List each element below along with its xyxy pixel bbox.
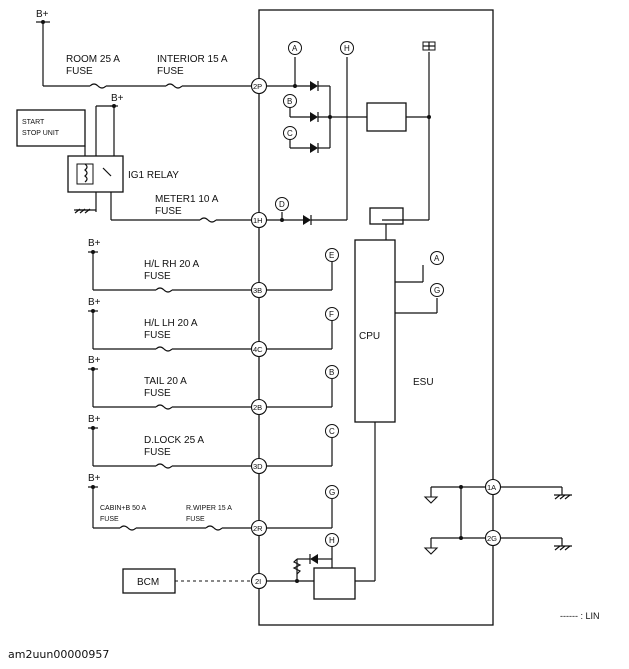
hl-lh-fuse-word: FUSE [144,330,171,341]
branch-cabin [88,485,251,531]
figure-caption: am2uun00000957 [8,648,109,661]
marker-h-bottom: H [329,536,335,545]
cpu-label: CPU [359,331,380,342]
hl-rh-fuse-label: H/L RH 20 A [144,259,200,270]
cabin-fuse-word: FUSE [100,516,119,523]
b-plus-hl-lh: B+ [88,297,101,308]
marker-h-top: H [344,44,350,53]
b-plus-tail: B+ [88,355,101,366]
dlock-fuse-label: D.LOCK 25 A [144,435,204,446]
branch-dlock [88,426,251,469]
esu-label: ESU [413,377,434,388]
pin-right-routing [266,262,333,529]
branch-hl-rh [88,250,251,293]
b-plus-dlock: B+ [88,414,101,425]
marker-g-cpu: G [434,286,440,295]
marker-b: B [329,368,334,377]
ig1-relay-label: IG1 RELAY [128,170,179,181]
esu-module-box [258,9,494,626]
dlock-fuse-word: FUSE [144,447,171,458]
marker-d: D [279,200,285,209]
marker-g: G [329,488,335,497]
rwiper-fuse-label: R.WIPER 15 A [186,505,232,512]
room-fuse-label: ROOM 25 A [66,54,120,65]
marker-f: F [329,310,334,319]
pin-2i: 2I [255,577,261,586]
start-stop-unit-label-1: START [22,119,45,126]
b-plus-hl-rh: B+ [88,238,101,249]
tail-fuse-word: FUSE [144,388,171,399]
pin-1h: 1H [253,216,263,225]
marker-c-top: C [287,129,293,138]
pin-3d: 3D [253,462,263,471]
interior-fuse-word: FUSE [157,66,184,77]
bottom-internal [266,547,356,600]
branch-tail [88,367,251,410]
internal-diode-network [266,41,436,240]
room-fuse-word: FUSE [66,66,93,77]
marker-a-top: A [292,44,298,53]
pin-2p: 2P [253,82,262,91]
meter1-fuse-label: METER1 10 A [155,194,219,205]
marker-a-cpu: A [434,254,440,263]
b-plus-top-label: B+ [36,9,49,20]
bcm-label: BCM [137,577,159,588]
top-supply-line [36,20,253,89]
cpu-connections [355,265,438,582]
marker-b-top: B [287,97,292,106]
cabin-fuse-label: CABIN+B 50 A [100,505,146,512]
start-stop-unit-label-2: STOP UNIT [22,130,60,137]
connector-pins [250,77,268,590]
tail-fuse-label: TAIL 20 A [144,376,187,387]
lin-legend: ------ : LIN [560,611,600,621]
rwiper-fuse-word: FUSE [186,516,205,523]
hl-lh-fuse-label: H/L LH 20 A [144,318,198,329]
pin-3b: 3B [253,286,262,295]
ground-network [423,478,572,555]
meter1-fuse-word: FUSE [155,206,182,217]
start-stop-unit-box [16,109,86,147]
b-plus-relay-label: B+ [111,93,124,104]
marker-c: C [329,427,335,436]
pin-2r: 2R [253,524,263,533]
marker-e: E [329,251,334,260]
interior-fuse-label: INTERIOR 15 A [157,54,228,65]
branch-hl-lh [88,309,251,352]
pin-4c: 4C [253,345,263,354]
pin-2g: 2G [487,534,497,543]
circled-markers [275,41,444,547]
hl-rh-fuse-word: FUSE [144,271,171,282]
pin-2b: 2B [253,403,262,412]
b-plus-cabin: B+ [88,473,101,484]
pin-1a: 1A [487,483,496,492]
ig1-relay [67,104,253,223]
